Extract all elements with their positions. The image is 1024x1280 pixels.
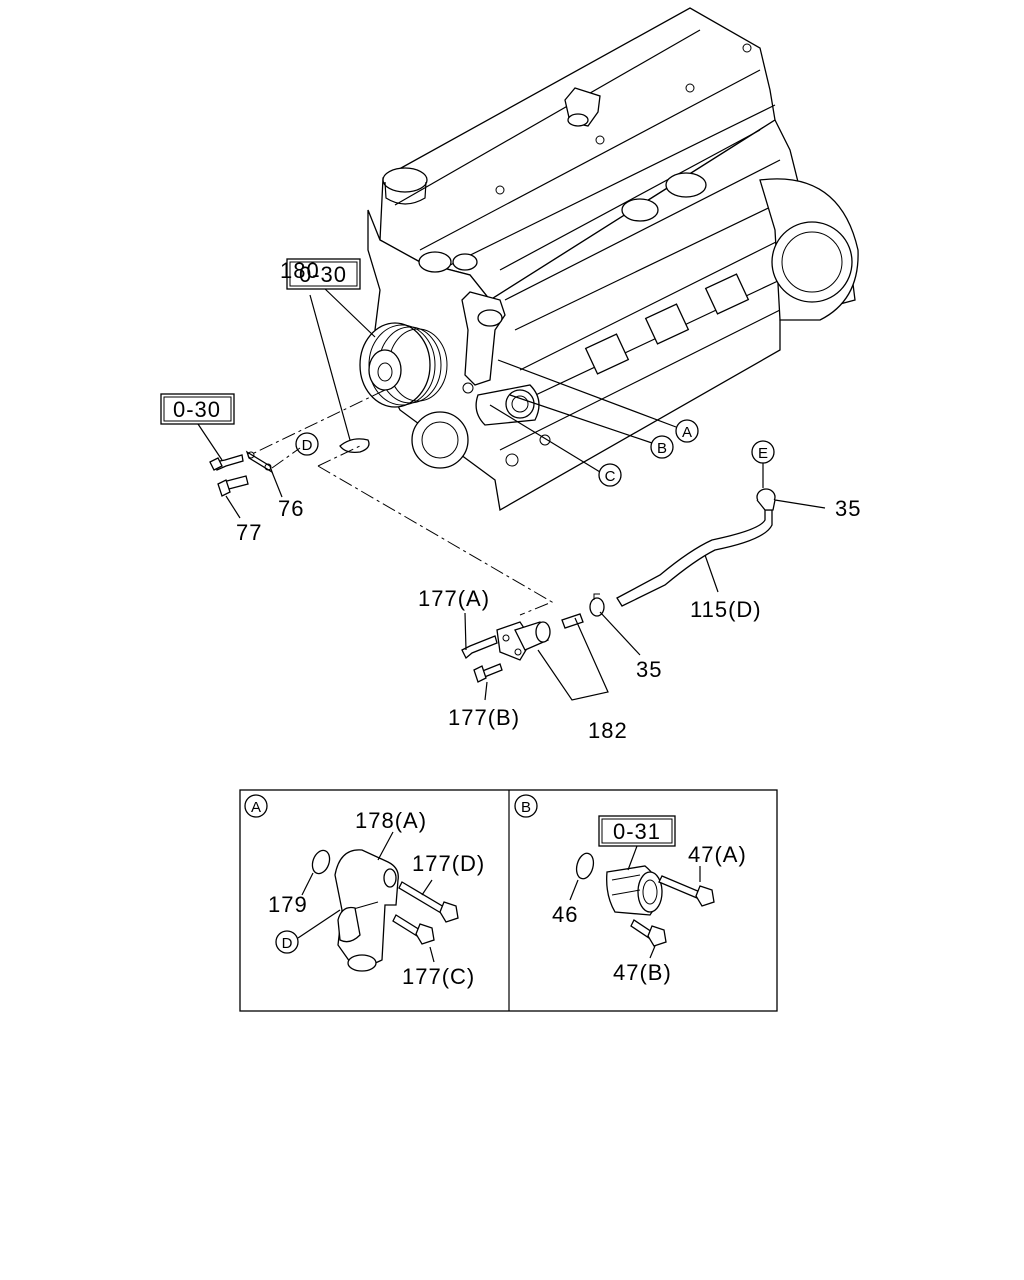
ref-label-b: 0-31 — [613, 819, 661, 844]
callout-e[interactable]: E — [751, 440, 775, 464]
callout-c[interactable]: C — [598, 463, 622, 487]
detail-a-d-tag: D — [282, 935, 293, 952]
ref-label-top: 0-30 — [299, 262, 347, 287]
callout-d[interactable]: D — [295, 432, 319, 456]
label-47b: 47(B) — [613, 960, 672, 985]
label-178a: 178(A) — [355, 808, 427, 833]
o-ring-180 — [339, 438, 370, 454]
o-ring-179 — [311, 849, 331, 875]
label-177d: 177(D) — [412, 851, 485, 876]
callout-a-label: A — [682, 424, 692, 441]
label-115d: 115(D) — [690, 597, 762, 622]
detail-a-tag: A — [251, 799, 261, 816]
label-35-bottom: 35 — [636, 657, 662, 682]
label-47a: 47(A) — [688, 842, 747, 867]
callout-a[interactable]: A — [675, 419, 699, 443]
ref-label-left: 0-30 — [173, 397, 221, 422]
callout-c-label: C — [605, 468, 616, 485]
detail-box — [239, 789, 778, 1012]
detail-b-tag: B — [521, 799, 531, 816]
label-46: 46 — [552, 902, 578, 927]
callout-e-label: E — [758, 445, 768, 462]
ref-box-b[interactable]: 0-31 — [598, 815, 676, 847]
callout-b[interactable]: B — [650, 435, 674, 459]
ref-box-top[interactable]: 0-30 — [286, 258, 361, 290]
label-179: 179 — [268, 892, 308, 917]
label-76: 76 — [278, 496, 304, 521]
label-180: 180 — [280, 258, 320, 283]
label-177b: 177(B) — [448, 705, 520, 730]
detail-b: B 0-31 47(A) 46 47(B) — [514, 794, 747, 985]
bolt-upper — [209, 454, 244, 471]
label-177c: 177(C) — [402, 964, 475, 989]
engine-leaders — [249, 285, 677, 473]
o-ring-46 — [575, 852, 595, 880]
bypass-assembly — [317, 445, 826, 701]
label-77: 77 — [236, 520, 262, 545]
callout-b-label: B — [657, 440, 667, 457]
engine-block — [359, 7, 859, 512]
bolt-77 — [217, 475, 249, 497]
label-35-top: 35 — [835, 496, 861, 521]
label-177a: 177(A) — [418, 586, 490, 611]
bracket-76 — [245, 447, 301, 474]
detail-a: A D 178(A) 177(D) 179 177(C) — [244, 794, 485, 989]
crank-pulley — [359, 322, 448, 408]
callout-d-label: D — [302, 437, 313, 454]
ref-box-left[interactable]: 0-30 — [160, 393, 235, 425]
main-labels: 180 76 77 35 35 115(D) 177(A) 177(B) 182 — [236, 258, 861, 743]
label-182: 182 — [588, 718, 628, 743]
